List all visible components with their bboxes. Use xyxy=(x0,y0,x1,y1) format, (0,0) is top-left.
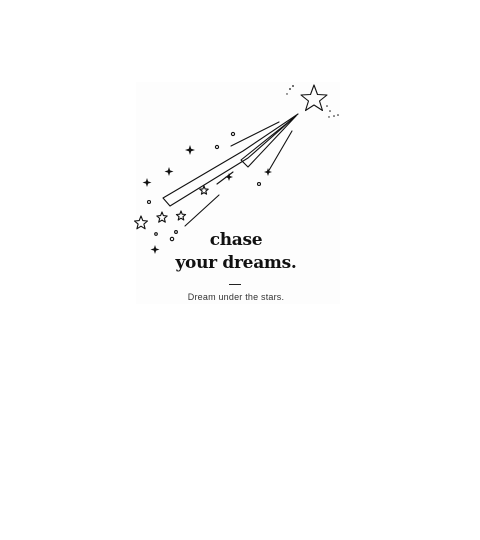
star-trail-wide xyxy=(162,113,299,207)
star-trail-line xyxy=(216,171,234,185)
star-trail-line xyxy=(267,130,293,173)
poster-card xyxy=(136,82,340,304)
poster-tagline: Dream under the stars. xyxy=(187,292,285,302)
star-trail-narrow xyxy=(240,115,297,168)
star-outline-icon xyxy=(199,185,209,195)
star-outline-icon xyxy=(175,210,187,221)
circle-dot-icon xyxy=(146,131,262,242)
shooting-star-icon xyxy=(300,84,328,112)
star-trail-line xyxy=(230,121,280,147)
star-outline-icon xyxy=(133,215,149,230)
star-outline-icon xyxy=(156,211,168,223)
speck-cluster xyxy=(286,85,339,118)
sparkle-icon xyxy=(142,145,272,254)
star-trail-line xyxy=(184,194,220,227)
poster-title-line-2: your dreams. xyxy=(175,253,297,273)
poster-title-line-1: chase xyxy=(209,230,263,250)
divider-dash xyxy=(229,284,241,285)
